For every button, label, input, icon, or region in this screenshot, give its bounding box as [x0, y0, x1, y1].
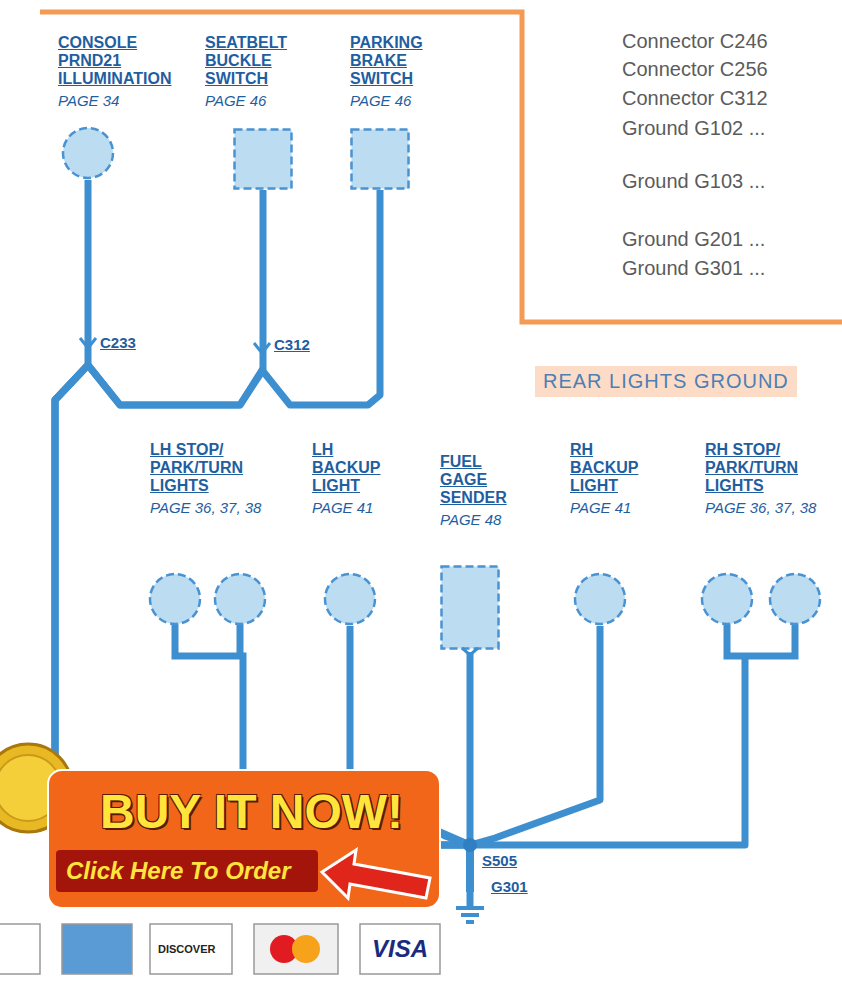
- component-name: SEATBELT BUCKLE SWITCH: [205, 34, 300, 88]
- lamp-pair-symbol: [700, 572, 822, 662]
- page-reference: PAGE 41: [570, 499, 645, 517]
- lamp-pair-shape: [148, 572, 270, 662]
- lamp-pair-node: RH STOP/ PARK/TURN LIGHTS PAGE 36, 37, 38: [705, 441, 822, 662]
- payment-card: [62, 924, 132, 974]
- ad-arrow: [322, 850, 430, 898]
- splice-dot: [463, 838, 477, 852]
- lamp-symbol: [61, 126, 115, 180]
- ground-bars: [456, 908, 484, 922]
- index-entry: Ground G201 ...: [622, 228, 765, 251]
- ground-stem: [467, 892, 474, 906]
- lamp-pair-node: LH STOP/ PARK/TURN LIGHTS PAGE 36, 37, 38: [150, 441, 270, 662]
- switch-node: PARKING BRAKE SWITCH PAGE 46: [350, 34, 445, 190]
- payment-card: [0, 924, 40, 974]
- index-entry: Ground G102 ...: [622, 117, 765, 140]
- index-entry: Connector C256: [622, 58, 768, 81]
- page-reference: PAGE 34: [58, 92, 180, 110]
- lamp-node: CONSOLE PRND21 ILLUMINATION PAGE 34: [58, 34, 180, 180]
- ad-panel: [48, 770, 440, 908]
- lamp-outline: [770, 574, 820, 624]
- lamp-symbol: [573, 572, 627, 626]
- component-name: CONSOLE PRND21 ILLUMINATION: [58, 34, 180, 88]
- lamp-outline: [702, 574, 752, 624]
- component-name: RH BACKUP LIGHT: [570, 441, 645, 495]
- ground-symbol: [455, 892, 485, 926]
- page-reference: PAGE 46: [205, 92, 300, 110]
- ground-node: G301: [455, 878, 528, 926]
- component-name: FUEL GAGE SENDER: [440, 453, 515, 507]
- ad-button-text: Click Here To Order: [66, 857, 291, 885]
- page-reference: PAGE 48: [440, 511, 515, 529]
- payment-card: [150, 924, 232, 974]
- lamp-outline: [150, 574, 200, 624]
- lamp-symbol: [323, 572, 377, 626]
- ground-wire: [470, 626, 600, 892]
- switch-symbol: [440, 565, 500, 660]
- connector-number: C233: [100, 334, 136, 351]
- connector-symbol: [254, 343, 270, 353]
- lamp-outline: [325, 574, 375, 624]
- index-entry: Ground G301 ...: [622, 257, 765, 280]
- index-entry: Connector C246: [622, 30, 768, 53]
- ground-number: G301: [491, 878, 528, 896]
- payment-card: [254, 924, 338, 974]
- page-reference: PAGE 36, 37, 38: [705, 499, 822, 517]
- lamp-outline: [215, 574, 265, 624]
- ad-banner: [56, 850, 318, 892]
- component-outline: [352, 130, 409, 189]
- switch-node: SEATBELT BUCKLE SWITCH PAGE 46: [205, 34, 300, 190]
- lamp-pair-symbol: [148, 572, 270, 662]
- card-logo: DISCOVER: [158, 943, 215, 955]
- switch-symbol: [233, 128, 293, 190]
- sender-shape: [440, 565, 500, 660]
- component-name: RH STOP/ PARK/TURN LIGHTS: [705, 441, 822, 495]
- lamp-outline: [63, 128, 113, 178]
- page-reference: PAGE 46: [350, 92, 445, 110]
- connector-symbol: [462, 648, 478, 655]
- sender-node: FUEL GAGE SENDER PAGE 48: [440, 453, 515, 660]
- section-title: REAR LIGHTS GROUND: [535, 366, 797, 397]
- page-reference: PAGE 36, 37, 38: [150, 499, 270, 517]
- connector-symbol: [80, 338, 96, 348]
- lamp-node: LH BACKUP LIGHT PAGE 41: [312, 441, 387, 626]
- component-outline: [442, 567, 499, 649]
- lamp-node: RH BACKUP LIGHT PAGE 41: [570, 441, 645, 626]
- ad-headline: BUY IT NOW!: [100, 784, 403, 839]
- lamp-shape: [61, 126, 115, 180]
- lamp-outline: [575, 574, 625, 624]
- component-name: LH BACKUP LIGHT: [312, 441, 387, 495]
- switch-symbol: [350, 128, 410, 190]
- component-name: LH STOP/ PARK/TURN LIGHTS: [150, 441, 270, 495]
- card-circle: [292, 935, 320, 963]
- switch-shape: [350, 128, 410, 190]
- lamp-bracket-wire: [175, 624, 243, 662]
- lamp-shape: [573, 572, 627, 626]
- index-entry: Ground G103 ...: [622, 170, 765, 193]
- lamp-bracket-wire: [727, 624, 795, 662]
- component-name: PARKING BRAKE SWITCH: [350, 34, 445, 88]
- index-entry: Connector C312: [622, 87, 768, 110]
- ground-wire: [470, 662, 745, 892]
- lamp-shape: [323, 572, 377, 626]
- index-border: [40, 12, 842, 322]
- lamp-pair-shape: [700, 572, 822, 662]
- component-outline: [235, 130, 292, 189]
- page-reference: PAGE 41: [312, 499, 387, 517]
- splice-number: S505: [482, 852, 517, 869]
- ground-shape: [455, 892, 485, 926]
- connector-number: C312: [274, 336, 310, 353]
- card-logo: VISA: [372, 935, 428, 963]
- payment-card: [360, 924, 440, 974]
- switch-shape: [233, 128, 293, 190]
